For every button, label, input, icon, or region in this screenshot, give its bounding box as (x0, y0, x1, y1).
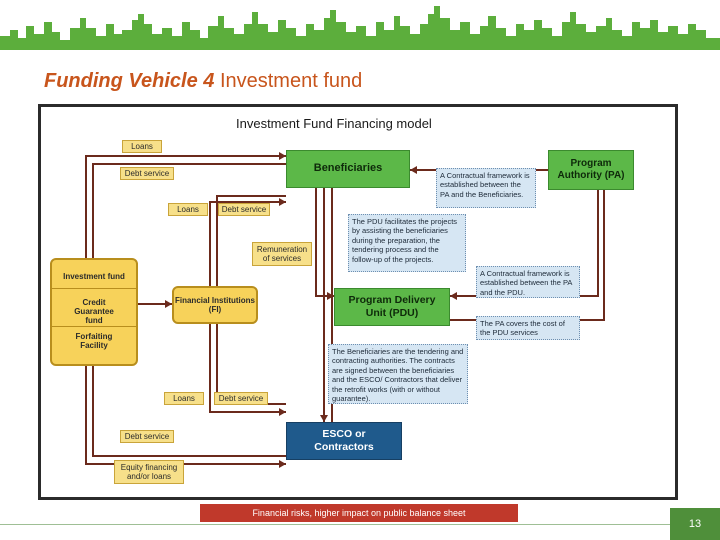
pdu-line-1: Program Delivery (348, 294, 436, 307)
financial-institutions-node: Financial Institutions (FI) (172, 286, 258, 324)
note-contract-pa-beneficiaries: A Contractual framework is established b… (436, 168, 536, 208)
label-remuneration: Remuneration of services (252, 242, 312, 266)
slide-title-bold: Funding Vehicle 4 (44, 70, 215, 92)
city-skyline-banner (0, 6, 720, 50)
investment-fund-block: Investment fund Credit Guarantee fund Fo… (50, 258, 138, 366)
note-pdu-facilitates: The PDU facilitates the projects by assi… (348, 214, 466, 272)
pdu-node: Program Delivery Unit (PDU) (334, 288, 450, 326)
divider (52, 288, 136, 289)
note-beneficiaries-tendering: The Beneficiaries are the tendering and … (328, 344, 468, 404)
footer-banner: Financial risks, higher impact on public… (200, 504, 518, 522)
esco-line-1: ESCO or (322, 427, 366, 440)
page-number: 13 (670, 508, 720, 540)
forfaiting-facility: Forfaiting Facility (75, 332, 113, 351)
diagram-title: Investment Fund Financing model (236, 116, 432, 131)
footer-rule (0, 524, 720, 525)
beneficiaries-node: Beneficiaries (286, 150, 410, 188)
label-debt-service-low: Debt service (214, 392, 268, 405)
esco-node: ESCO or Contractors (286, 422, 402, 460)
investment-fund-title: Investment fund (63, 272, 125, 281)
label-loans-mid: Loans (168, 203, 208, 216)
credit-guarantee-fund: Credit Guarantee fund (74, 298, 114, 326)
program-authority-node: Program Authority (PA) (548, 150, 634, 190)
note-contract-pa-pdu: A Contractual framework is established b… (476, 266, 580, 298)
slide-title: Funding Vehicle 4 Investment fund (44, 70, 362, 93)
esco-line-2: Contractors (314, 441, 374, 453)
label-debt-service-top: Debt service (120, 167, 174, 180)
slide-title-rest: Investment fund (214, 70, 363, 92)
label-debt-service-mid: Debt service (218, 203, 270, 216)
pdu-line-2: Unit (PDU) (365, 307, 419, 319)
note-pa-covers: The PA covers the cost of the PDU servic… (476, 316, 580, 340)
label-loans-top: Loans (122, 140, 162, 153)
label-loans-low: Loans (164, 392, 204, 405)
divider (52, 326, 136, 327)
label-debt-service-bottom: Debt service (120, 430, 174, 443)
label-equity: Equity financing and/or loans (114, 460, 184, 484)
